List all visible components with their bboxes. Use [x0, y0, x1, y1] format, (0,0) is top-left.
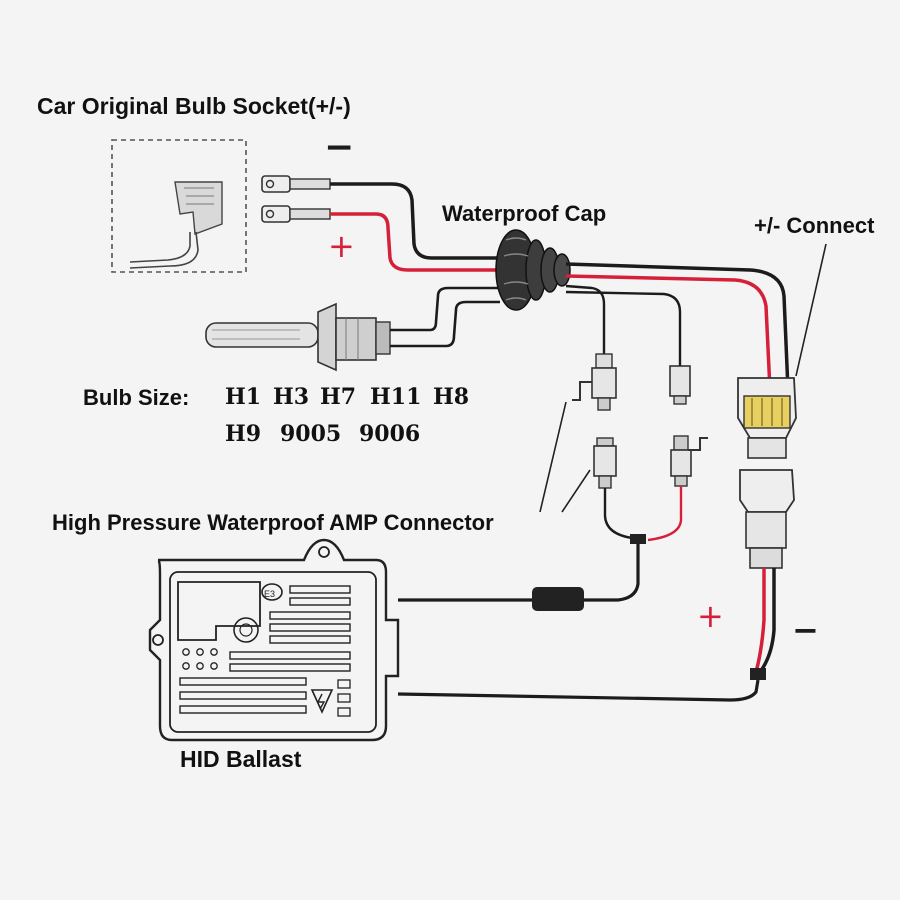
hid-ballast: [148, 538, 400, 742]
bulb-wire-1: [390, 286, 500, 332]
waterproof-cap: [495, 229, 571, 311]
output-positive-wire: [754, 568, 766, 673]
socket-negative-sign: −: [324, 127, 355, 168]
bulb-size-h1: H1: [225, 384, 262, 410]
ballast-hv-cable: [398, 544, 640, 602]
socket-terminals: [261, 175, 331, 223]
amp-connector-lower: [593, 435, 708, 489]
ballast-led-grid: [182, 648, 218, 670]
amp-connector-label: High Pressure Waterproof AMP Connector: [52, 510, 494, 535]
hid-bulb: [205, 302, 391, 372]
ballast-power-cable: [397, 679, 760, 702]
bulb-wire-2: [390, 300, 500, 348]
bulb-socket: [111, 139, 247, 273]
socket-positive-sign: +: [328, 227, 355, 265]
bulb-size-h7: H7: [320, 384, 357, 410]
bulb-size-h8: H8: [433, 384, 470, 410]
bulb-size-9006: 9006: [359, 421, 421, 447]
amp-leader-lines: [539, 401, 591, 513]
waterproof-cap-label: Waterproof Cap: [442, 201, 607, 226]
amp-wire-red: [647, 486, 683, 542]
bulb-size-9005: 9005: [280, 421, 342, 447]
bulb-size-h11: H11: [370, 384, 422, 410]
output-positive-sign: +: [697, 597, 724, 635]
pm-connector: [737, 377, 797, 569]
ballast-badge: E3: [264, 589, 275, 599]
bulb-size-h3: H3: [273, 384, 310, 410]
connect-leader-line: [795, 243, 827, 377]
amp-wire-black: [603, 488, 633, 540]
socket-label: Car Original Bulb Socket(+/-): [37, 93, 351, 119]
output-negative-sign: −: [792, 611, 819, 649]
amp-connector-upper: [572, 353, 691, 411]
hv-wire-left: [565, 284, 606, 356]
positive-wire-socket: [330, 212, 500, 272]
output-negative-wire: [758, 568, 776, 674]
negative-wire-socket: [330, 182, 500, 260]
ballast-label: HID Ballast: [180, 746, 302, 772]
inline-fuse: [532, 587, 584, 611]
wire-junction: [630, 534, 646, 544]
bulb-size-h9: H9: [225, 421, 262, 447]
hv-wire-right: [565, 290, 682, 368]
output-junction: [750, 668, 766, 680]
positive-wire-main: [565, 274, 772, 391]
connect-label: +/- Connect: [754, 213, 875, 238]
bulb-size-label: Bulb Size:: [83, 385, 190, 410]
negative-wire-main: [565, 262, 790, 391]
